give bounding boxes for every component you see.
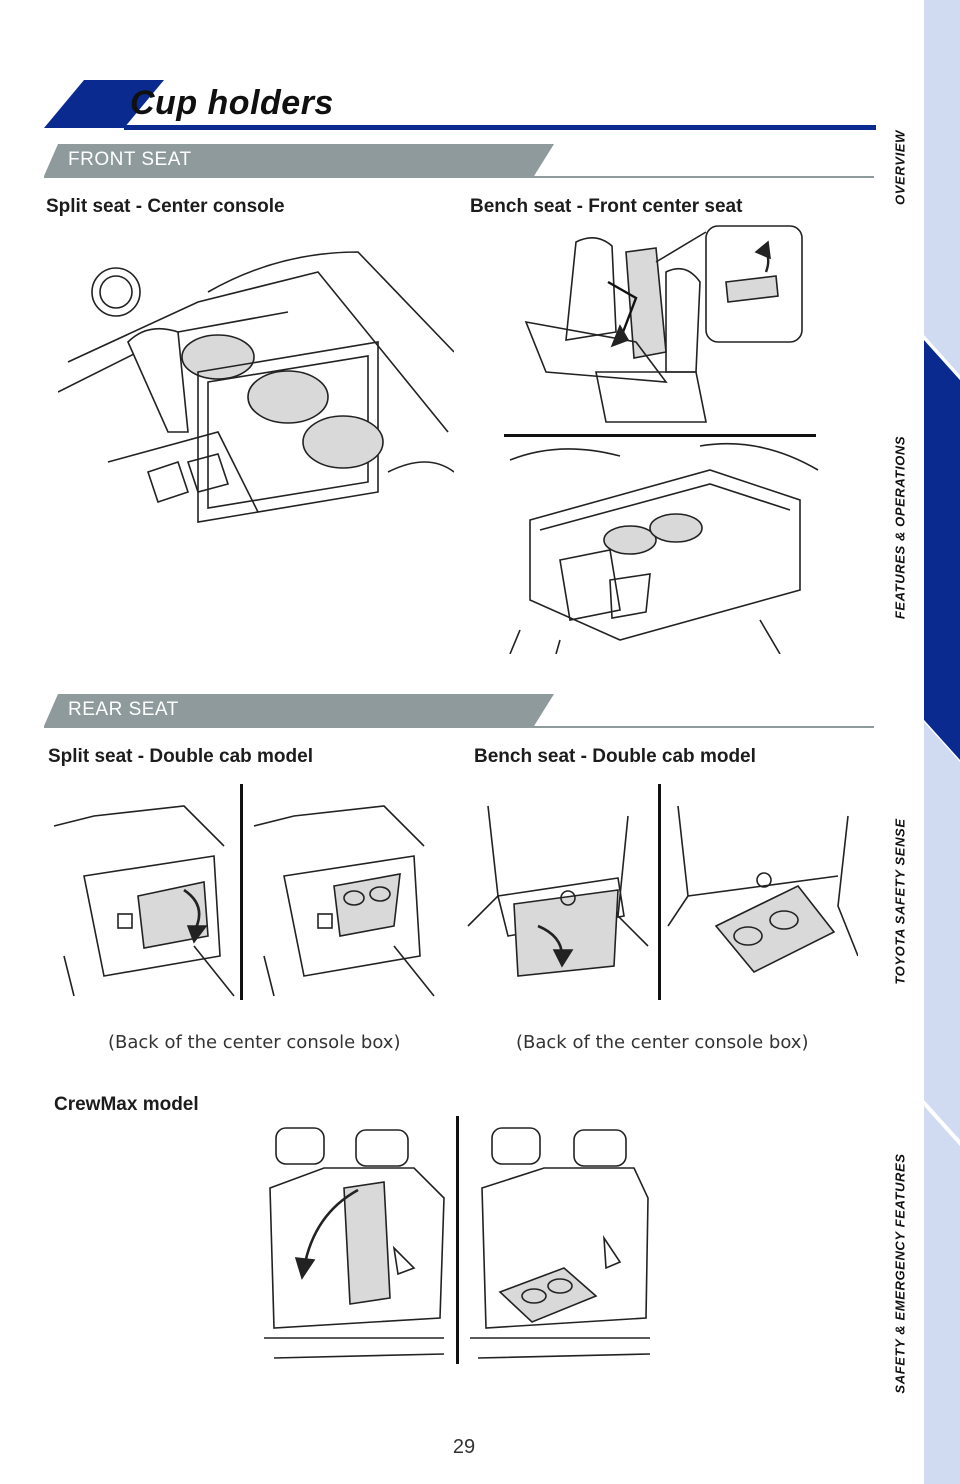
bench-center-cupholder-illustration: [509, 442, 819, 654]
rear-bench-divider: [658, 784, 661, 1000]
sidenav-tab-features-operations[interactable]: FEATURES & OPERATIONS: [892, 435, 908, 620]
bench-front-seat-illustration: [524, 225, 803, 423]
page-number: 29: [452, 1436, 476, 1458]
title-accent-shape: [44, 80, 876, 130]
sidenav-tab-safety-emergency[interactable]: SAFETY & EMERGENCY FEATURES: [892, 1153, 908, 1394]
rear-bench-console-illustration: [467, 805, 858, 977]
sidenav-tab-toyota-safety-sense[interactable]: TOYOTA SAFETY SENSE: [892, 818, 908, 985]
caption-crewmax: CrewMax model: [54, 1094, 199, 1115]
front-seat-label: FRONT SEAT: [68, 149, 192, 170]
rear-seat-banner: REAR SEAT: [44, 694, 874, 730]
note-bench-console-back: (Back of the center console box): [516, 1032, 809, 1053]
sidenav-tabs-background: [924, 0, 960, 1484]
page-title-banner: Cup holders: [44, 80, 876, 132]
rear-split-console-illustration: [53, 805, 435, 997]
caption-split-double-cab: Split seat - Double cab model: [48, 746, 313, 767]
center-console-illustration: [58, 251, 454, 523]
page-title: Cup holders: [130, 84, 334, 122]
rear-split-divider: [240, 784, 243, 1000]
note-split-console-back: (Back of the center console box): [108, 1032, 401, 1053]
sidenav: OVERVIEW FEATURES & OPERATIONS TOYOTA SA…: [893, 0, 924, 1484]
rear-seat-label: REAR SEAT: [68, 699, 179, 720]
caption-bench-double-cab: Bench seat - Double cab model: [474, 746, 756, 767]
sidenav-tab-overview[interactable]: OVERVIEW: [892, 130, 908, 205]
crewmax-rear-seat-illustration: [264, 1127, 650, 1359]
caption-split-center-console: Split seat - Center console: [46, 196, 285, 217]
crewmax-divider: [456, 1116, 459, 1364]
caption-bench-front-center: Bench seat - Front center seat: [470, 196, 743, 217]
front-divider-horizontal: [504, 434, 816, 437]
front-seat-banner: FRONT SEAT: [44, 144, 874, 180]
